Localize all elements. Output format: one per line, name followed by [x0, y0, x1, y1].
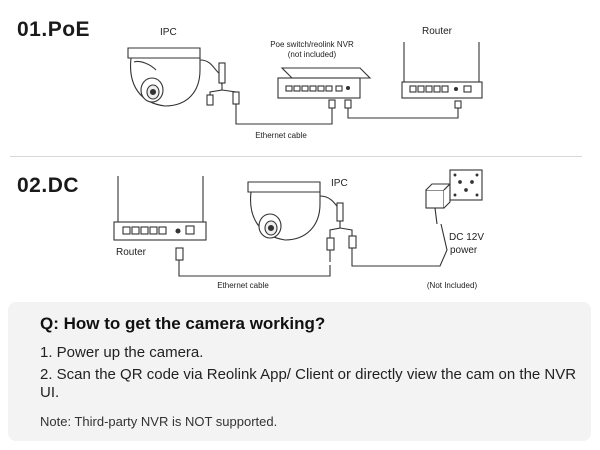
dc-power-label-2: power [450, 245, 478, 256]
dc-router-icon [113, 176, 207, 241]
dc-router-label: Router [116, 247, 147, 258]
poe-switch-label: Poe switch/reolink NVR [270, 40, 354, 49]
wall-outlet-icon [449, 169, 483, 201]
section-divider [10, 156, 582, 157]
power-adapter-icon [425, 182, 452, 225]
faq-question: Q: How to get the camera working? [40, 314, 326, 333]
connection-diagram [113, 42, 483, 277]
faq-step-1: 1. Power up the camera. [40, 344, 204, 361]
dc-power-note: (Not Included) [426, 281, 478, 290]
dc-section-title: 02.DC [17, 174, 80, 197]
dc-camera-icon [247, 181, 341, 241]
faq-step-2: 2. Scan the QR code via Reolink App/ Cli… [40, 366, 577, 401]
faq-panel: Q: How to get the camera working? 1. Pow… [8, 302, 591, 441]
dc-ipc-label: IPC [331, 178, 348, 189]
poe-ipc-label: IPC [160, 27, 177, 38]
poe-camera-icon [127, 47, 221, 107]
dc-power-label-1: DC 12V [449, 232, 485, 243]
poe-section-title: 01.PoE [17, 18, 91, 41]
poe-switch-note: (not included) [287, 50, 337, 59]
faq-note: Note: Third-party NVR is NOT supported. [40, 414, 278, 429]
poe-switch-icon [277, 67, 372, 99]
poe-ethernet-label: Ethernet cable [255, 131, 307, 140]
poe-router-label: Router [422, 26, 453, 37]
dc-ethernet-label: Ethernet cable [217, 281, 269, 290]
poe-router-icon [401, 42, 483, 99]
